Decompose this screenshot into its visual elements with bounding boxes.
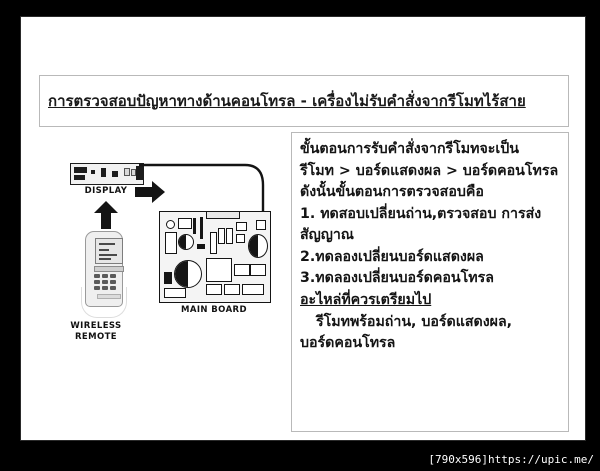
wireless-remote-label-line2: REMOTE (74, 331, 118, 342)
footer-bar: [790x596]https://upic.me/ (0, 448, 600, 471)
wireless-remote-graphic (81, 231, 127, 318)
procedure-text-box: ขั้นตอนการรับคำสั่งจากรีโมทจะเป็น รีโมท … (291, 132, 569, 432)
procedure-line: สัญญาณ (300, 227, 354, 244)
procedure-line: 1. ทดสอบเปลี่ยนถ่าน,ตรวจสอบ การส่ง (300, 205, 542, 222)
right-arrow-icon (135, 181, 165, 203)
procedure-line: รีโมท > บอร์ดแสดงผล > บอร์ดคอนโทรล (300, 162, 559, 179)
main-board-graphic (159, 211, 271, 303)
parts-line: รีโมทพร้อมถ่าน, บอร์ดแสดงผล, (316, 313, 513, 330)
procedure-line: ขั้นตอนการรับคำสั่งจากรีโมทจะเป็น (300, 141, 519, 157)
troubleshooting-diagram: DISPLAY (39, 135, 287, 360)
display-board-graphic (70, 163, 144, 185)
wireless-remote-label: WIRELESS REMOTE (51, 321, 141, 342)
slide-matte: การตรวจสอบปัญหาทางด้านคอนโทรล - เครื่องไ… (7, 5, 593, 448)
parts-line: บอร์ดคอนโทรล (300, 335, 396, 352)
page-title: การตรวจสอบปัญหาทางด้านคอนโทรล - เครื่องไ… (48, 92, 526, 110)
procedure-line: 2.ทดลองเปลี่ยนบอร์ดแสดงผล (300, 248, 484, 265)
display-connector (136, 166, 144, 180)
up-arrow-icon (94, 201, 118, 229)
main-board-connector (206, 212, 240, 219)
procedure-line: 3.ทดลองเปลี่ยนบอร์ดคอนโทรล (300, 270, 494, 287)
wireless-remote-label-line1: WIRELESS (70, 321, 122, 331)
slide-page: การตรวจสอบปัญหาทางด้านคอนโทรล - เครื่องไ… (20, 16, 586, 441)
image-size-and-source: [790x596]https://upic.me/ (428, 453, 594, 466)
connection-cable (139, 163, 265, 229)
main-board-label: MAIN BOARD (181, 305, 247, 315)
procedure-line: ดังนั้นขั้นตอนการตรวจสอบคือ (300, 184, 484, 201)
title-box: การตรวจสอบปัญหาทางด้านคอนโทรล - เครื่องไ… (39, 75, 569, 127)
display-label: DISPLAY (84, 186, 128, 196)
parts-heading: อะไหล่ที่ควรเตรียมไป (300, 292, 432, 309)
